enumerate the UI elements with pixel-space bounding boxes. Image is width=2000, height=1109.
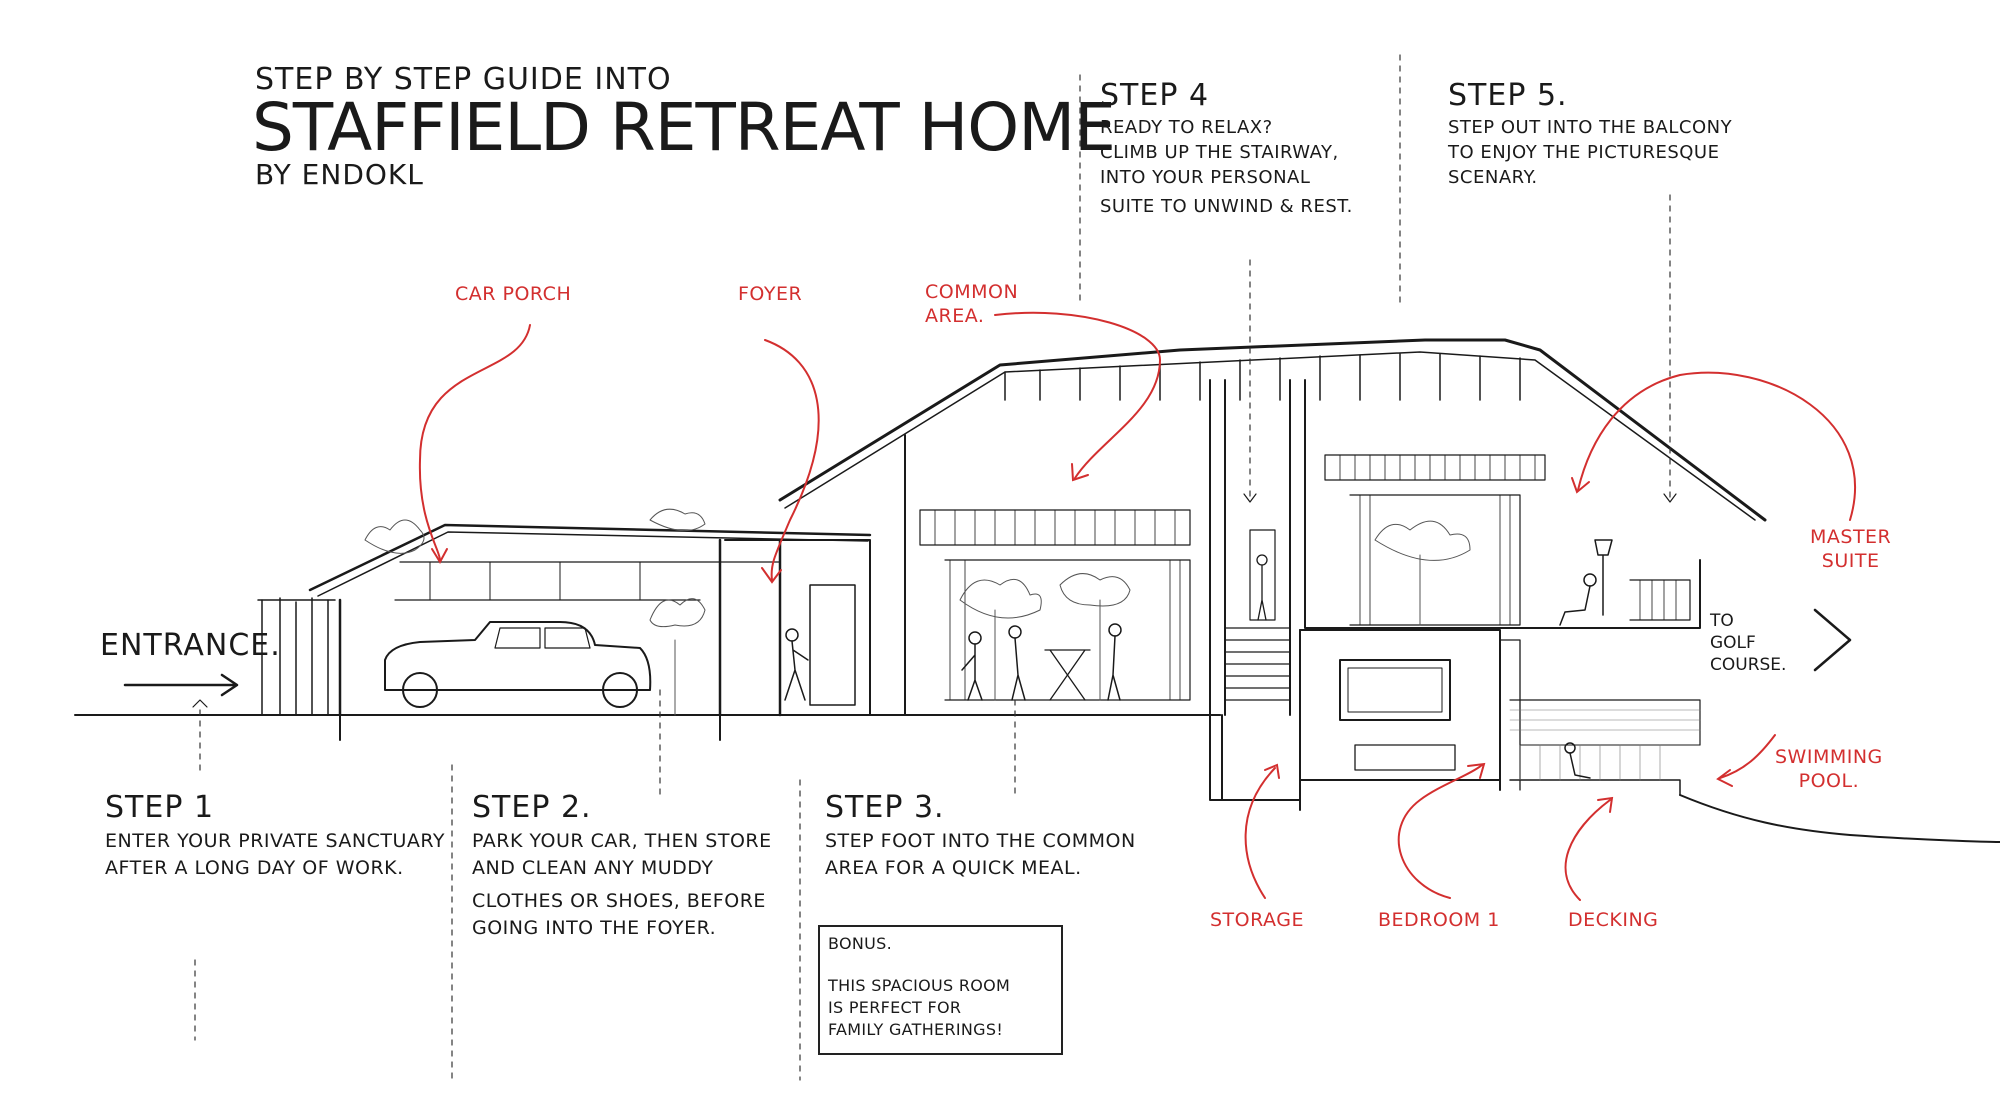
storage-curve-arrowhead xyxy=(1264,763,1280,779)
title-line-1: Step by step guide into xyxy=(255,62,672,97)
porch-trees xyxy=(364,508,706,716)
car-porch-structure xyxy=(308,523,872,741)
master-suite-block xyxy=(1304,379,1701,629)
golf-course-line-2: Golf xyxy=(1710,633,1756,653)
dashed-guides xyxy=(194,54,1671,1081)
bonus-line: is perfect for xyxy=(828,998,962,1017)
storage-curve xyxy=(1244,767,1276,899)
step-3-line: Step foot into the common xyxy=(825,830,1136,852)
decking-curve xyxy=(1564,799,1611,901)
step-2-text: Park your car, then store and clean any … xyxy=(472,828,772,942)
common-area-trees xyxy=(959,573,1131,701)
step-1-text: Enter your private sanctuary after a lon… xyxy=(105,828,445,882)
people-common-area xyxy=(961,623,1122,701)
common-area-line-1: Common xyxy=(925,281,1019,303)
master-suite-curve-arrowhead xyxy=(1571,477,1590,494)
golf-course-line-1: To xyxy=(1710,611,1734,631)
step-4-line: into your personal xyxy=(1100,167,1311,188)
master-suite-line-2: Suite xyxy=(1821,550,1880,572)
common-area-curve xyxy=(994,311,1162,479)
step-3-line: area for a quick meal. xyxy=(825,857,1082,879)
car-porch-curve-arrowhead xyxy=(431,548,448,565)
common-area-block xyxy=(869,379,1221,716)
step-2-line: clothes or shoes, before xyxy=(472,890,766,912)
step-2-line: Park your car, then store xyxy=(472,830,772,852)
master-suite-interior xyxy=(1374,520,1613,626)
bedroom-curve-arrowhead xyxy=(1467,762,1486,779)
master-suite-line-1: Master xyxy=(1810,526,1892,548)
golf-course-line-3: Course. xyxy=(1710,655,1787,675)
foyer-label: Foyer xyxy=(738,283,803,305)
step-2-line: going into the foyer. xyxy=(472,917,717,939)
main-roof xyxy=(778,338,1767,522)
swimming-pool-label: Swimming Pool. xyxy=(1775,745,1883,793)
foyer-curve xyxy=(764,339,820,581)
step-1-line: after a long day of work. xyxy=(105,857,404,879)
swimming-pool-line-1: Swimming xyxy=(1775,746,1883,768)
page-title: Staffield Retreat Home xyxy=(252,89,1116,166)
bonus-box: Bonus. This spacious room is perfect for… xyxy=(818,925,1063,1055)
ground-line xyxy=(74,714,2000,843)
storage-label: Storage xyxy=(1210,909,1304,931)
step-5-line: to enjoy the picturesque xyxy=(1448,142,1720,163)
fence xyxy=(257,597,336,716)
bonus-heading: Bonus. xyxy=(828,934,893,953)
foyer-curve-arrowhead xyxy=(761,567,782,584)
step-3-heading: Step 3. xyxy=(825,790,945,825)
step-4-heading: Step 4 xyxy=(1100,78,1210,113)
swimming-pool-curve xyxy=(1719,734,1776,779)
car-porch-label: Car Porch xyxy=(455,283,572,305)
entrance-arrow xyxy=(123,673,239,697)
step-5-heading: Step 5. xyxy=(1448,78,1568,113)
golf-course-label: To Golf Course. xyxy=(1710,610,1786,676)
step-4-line: suite to unwind & rest. xyxy=(1100,196,1353,217)
stair-core xyxy=(1224,379,1291,716)
bedroom-curve xyxy=(1397,764,1483,899)
step-4-line: Ready to relax? xyxy=(1100,117,1273,138)
step-1-line: Enter your private sanctuary xyxy=(105,830,445,852)
common-area-curve-arrowhead xyxy=(1071,463,1089,482)
swimming-pool-curve-arrowhead xyxy=(1716,769,1733,787)
step-5-line: scenary. xyxy=(1448,167,1538,188)
dashed-arrowheads xyxy=(192,493,1677,708)
entrance-label: Entrance. xyxy=(100,628,281,663)
step-3-text: Step foot into the common area for a qui… xyxy=(825,828,1136,882)
person-foyer xyxy=(784,628,809,701)
bonus-line: family gatherings! xyxy=(828,1020,1004,1039)
common-area-line-2: Area. xyxy=(925,305,985,327)
common-area-label: Common Area. xyxy=(925,280,1018,328)
step-4-text: Ready to relax? Climb up the stairway, i… xyxy=(1100,115,1353,219)
swimming-pool-line-2: Pool. xyxy=(1798,770,1860,792)
annotation-curves xyxy=(418,311,1857,901)
foyer-wall xyxy=(724,539,871,716)
lower-level xyxy=(1209,629,1521,811)
step-2-heading: Step 2. xyxy=(472,790,592,825)
pool-decking xyxy=(1509,699,1701,796)
car-porch-curve xyxy=(418,324,531,561)
master-suite-curve xyxy=(1577,371,1857,521)
title-author: By Endokl xyxy=(255,158,424,191)
bedroom-label: Bedroom 1 xyxy=(1378,909,1500,931)
step-5-line: Step out into the balcony xyxy=(1448,117,1733,138)
step-2-line: and clean any muddy xyxy=(472,857,714,879)
golf-course-arrow xyxy=(1813,608,1852,672)
step-5-text: Step out into the balcony to enjoy the p… xyxy=(1448,115,1732,190)
pickup-truck xyxy=(384,621,652,708)
master-suite-label: Master Suite xyxy=(1810,525,1891,573)
decking-curve-arrowhead xyxy=(1597,796,1614,813)
decking-label: Decking xyxy=(1568,909,1659,931)
bonus-line: This spacious room xyxy=(828,976,1011,995)
step-4-line: Climb up the stairway, xyxy=(1100,142,1339,163)
step-1-heading: Step 1 xyxy=(105,790,215,825)
